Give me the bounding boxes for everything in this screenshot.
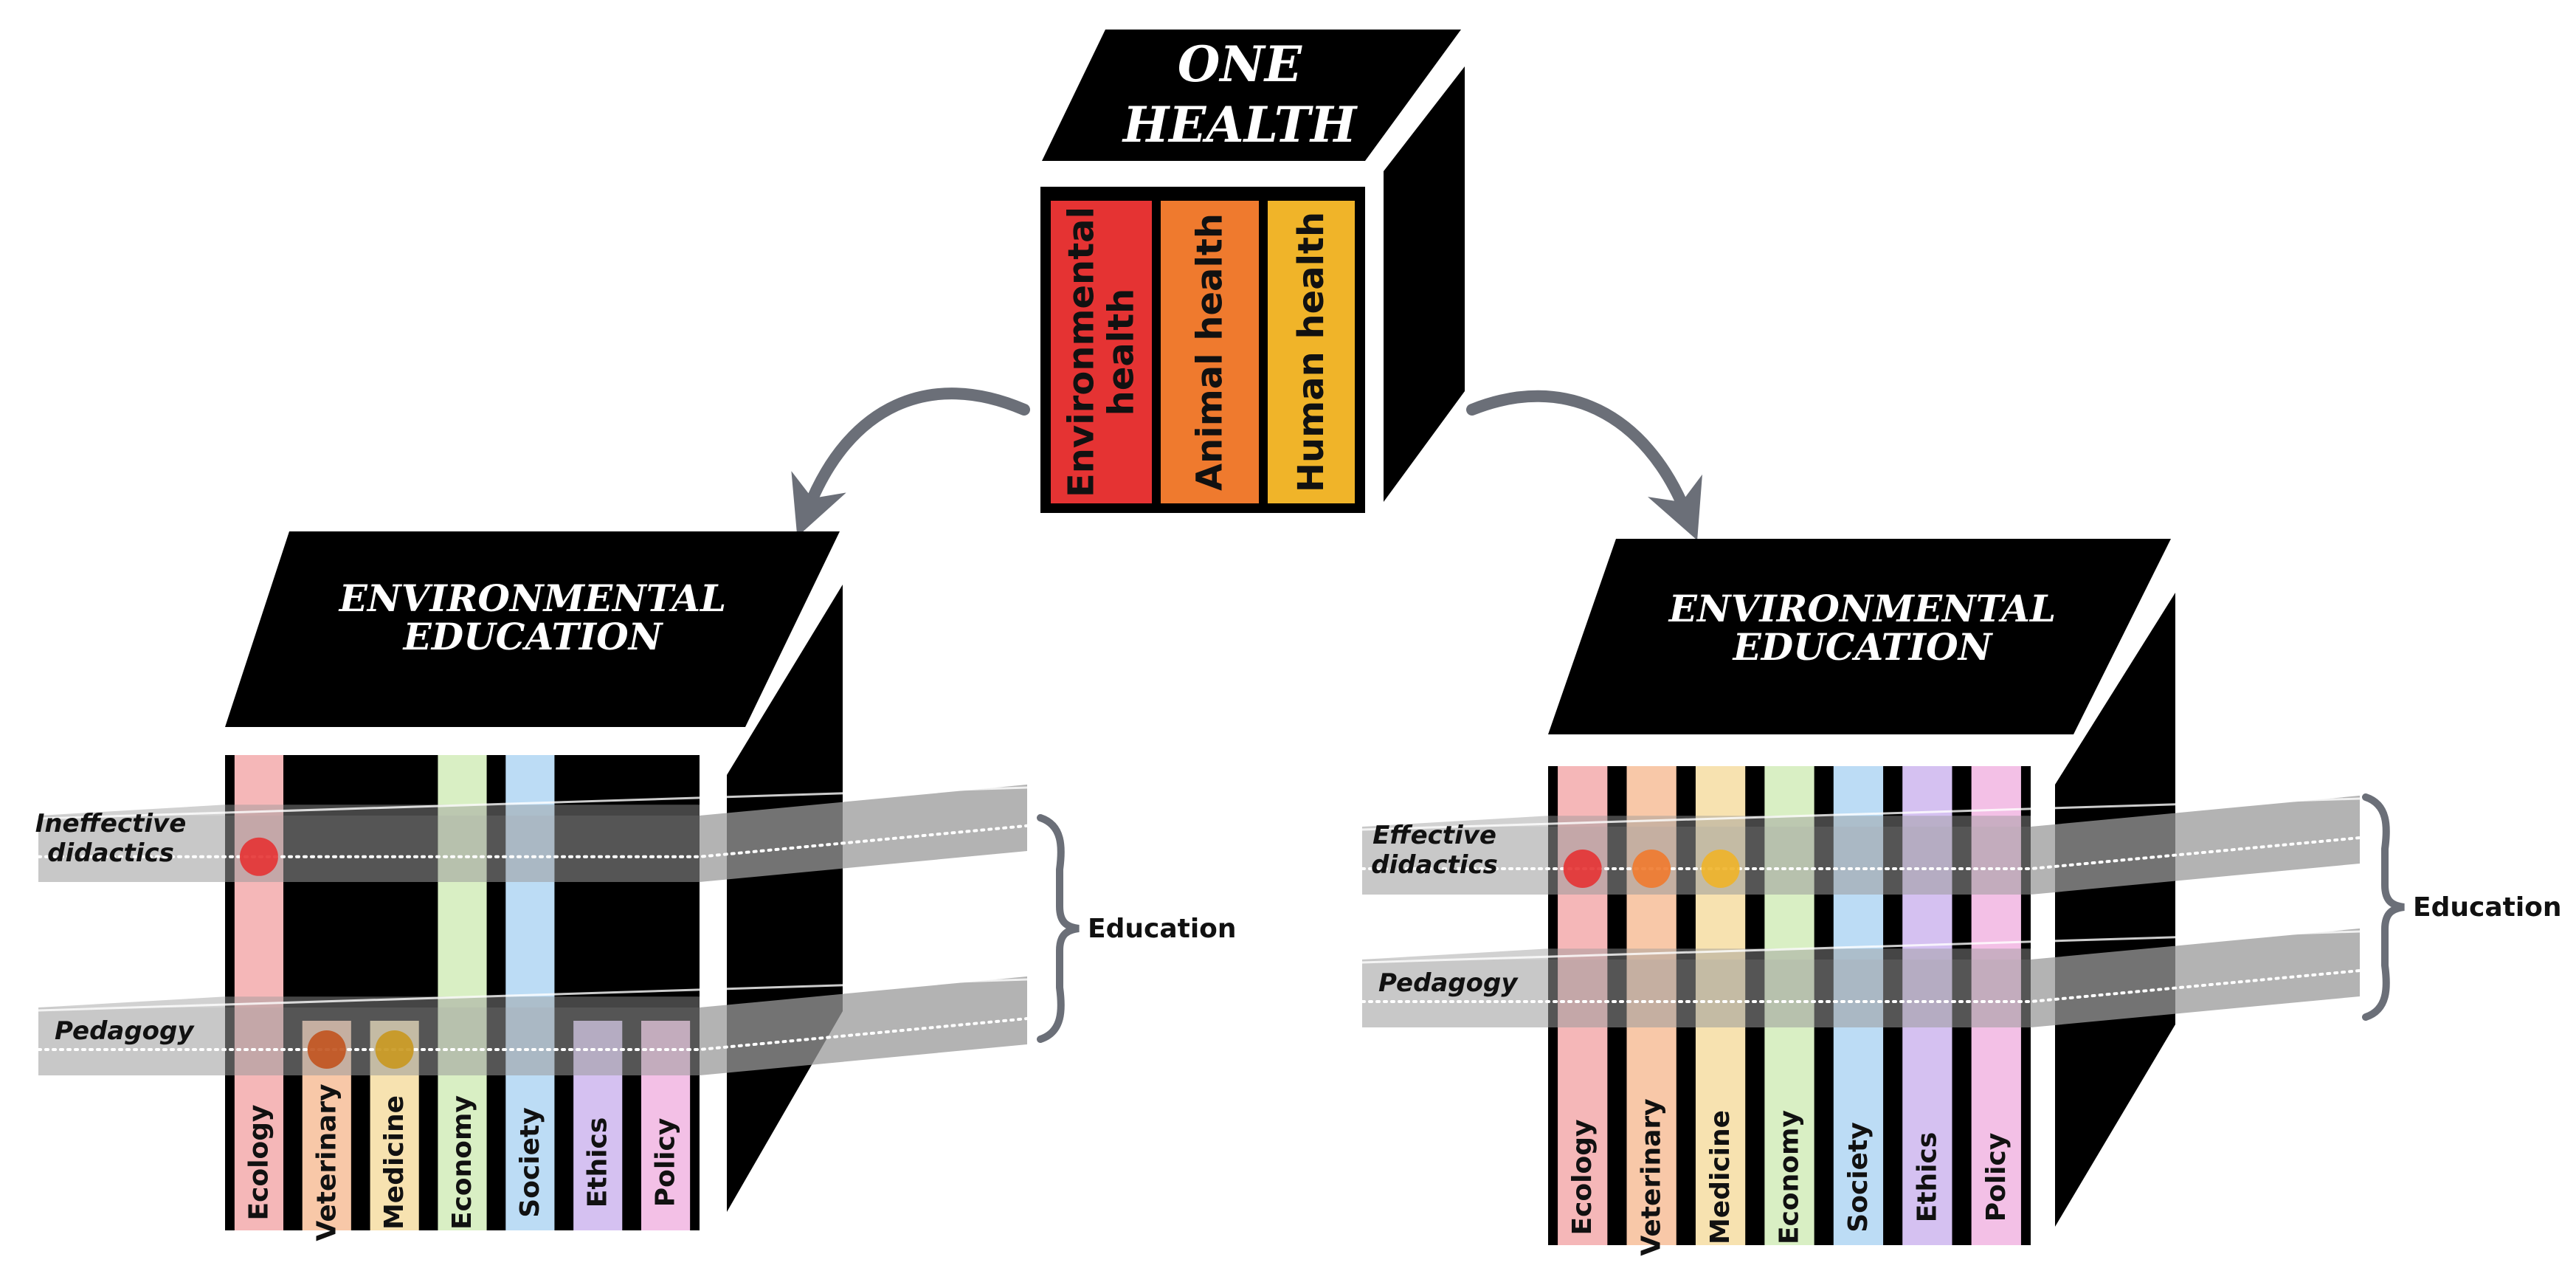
column-marker [307, 1030, 346, 1069]
one-health-side [1384, 66, 1465, 502]
one-health-column-label: health [1101, 289, 1142, 416]
column-label: Economy [1775, 1110, 1805, 1244]
band-side-strip [2031, 796, 2360, 895]
one-health-column [1161, 201, 1259, 503]
column-label: Policy [651, 1118, 681, 1208]
band-side-strip [700, 976, 1027, 1075]
band-side-strip [2031, 929, 2360, 1027]
band-highlight [38, 786, 1028, 820]
band-dotted-line [1361, 969, 2361, 1004]
band-highlight [1361, 797, 2361, 831]
band-highlight [1361, 930, 2361, 964]
education-label: Education [1088, 914, 1237, 944]
band-label: didactics [47, 838, 174, 868]
education-label: Education [2413, 892, 2562, 923]
column-label: Society [1843, 1122, 1874, 1232]
column-label: Society [515, 1107, 545, 1217]
one-health-column-label: Environmental [1061, 207, 1102, 497]
band-label: Effective [1372, 821, 1496, 850]
band-strip [1362, 960, 2031, 1027]
column-label: Ethics [583, 1117, 613, 1208]
band-strip [1362, 827, 2031, 895]
band-label: didactics [1371, 850, 1498, 880]
cube-title-line: EDUCATION [402, 615, 664, 658]
band-label: Ineffective [35, 809, 187, 838]
one-health-title-line: ONE [1178, 35, 1303, 93]
education-brace [2362, 793, 2405, 1021]
band-top-wedge [1362, 948, 2031, 960]
column-label: Veterinary [1637, 1098, 1667, 1255]
cube-title-line: ENVIRONMENTAL [1668, 587, 2056, 630]
column-label: Veterinary [311, 1084, 342, 1241]
band-side-strip [700, 785, 1027, 882]
arrow-to-left-cube [791, 387, 1030, 537]
column-marker [1632, 850, 1671, 889]
cube-top [1548, 539, 2171, 734]
column-marker [375, 1030, 414, 1069]
band-dotted-line [37, 1017, 1029, 1052]
column-marker [1563, 850, 1602, 889]
column-label: Medicine [379, 1095, 410, 1230]
column-label: Ethics [1912, 1132, 1942, 1223]
band-highlight [38, 978, 1028, 1012]
education-brace [1037, 814, 1080, 1043]
column-marker [1701, 850, 1740, 889]
cube-title-line: ENVIRONMENTAL [338, 576, 726, 620]
cube-side [2055, 593, 2175, 1227]
column-label: Economy [447, 1095, 477, 1230]
arrow-to-right-cube [1466, 390, 1702, 541]
band-strip [38, 1007, 700, 1075]
column-label: Medicine [1705, 1110, 1736, 1244]
column-marker [239, 837, 278, 876]
band-label: Pedagogy [1378, 968, 1519, 998]
one-health-column [1268, 201, 1355, 503]
one-health-column-label: Human health [1291, 212, 1332, 492]
column-label: Ecology [1567, 1120, 1598, 1236]
one-health-column-label: Animal health [1189, 213, 1231, 491]
one-health-top [1042, 30, 1461, 161]
band-label: Pedagogy [55, 1016, 195, 1046]
column-label: Ecology [244, 1105, 274, 1221]
cube-title-line: EDUCATION [1732, 625, 1994, 669]
column-label: Policy [1981, 1133, 2012, 1222]
band-strip [38, 816, 700, 882]
cube-top [225, 531, 840, 727]
one-health-title-line: HEALTH [1122, 96, 1358, 154]
band-top-wedge [38, 996, 700, 1007]
one-health-column [1051, 201, 1152, 503]
